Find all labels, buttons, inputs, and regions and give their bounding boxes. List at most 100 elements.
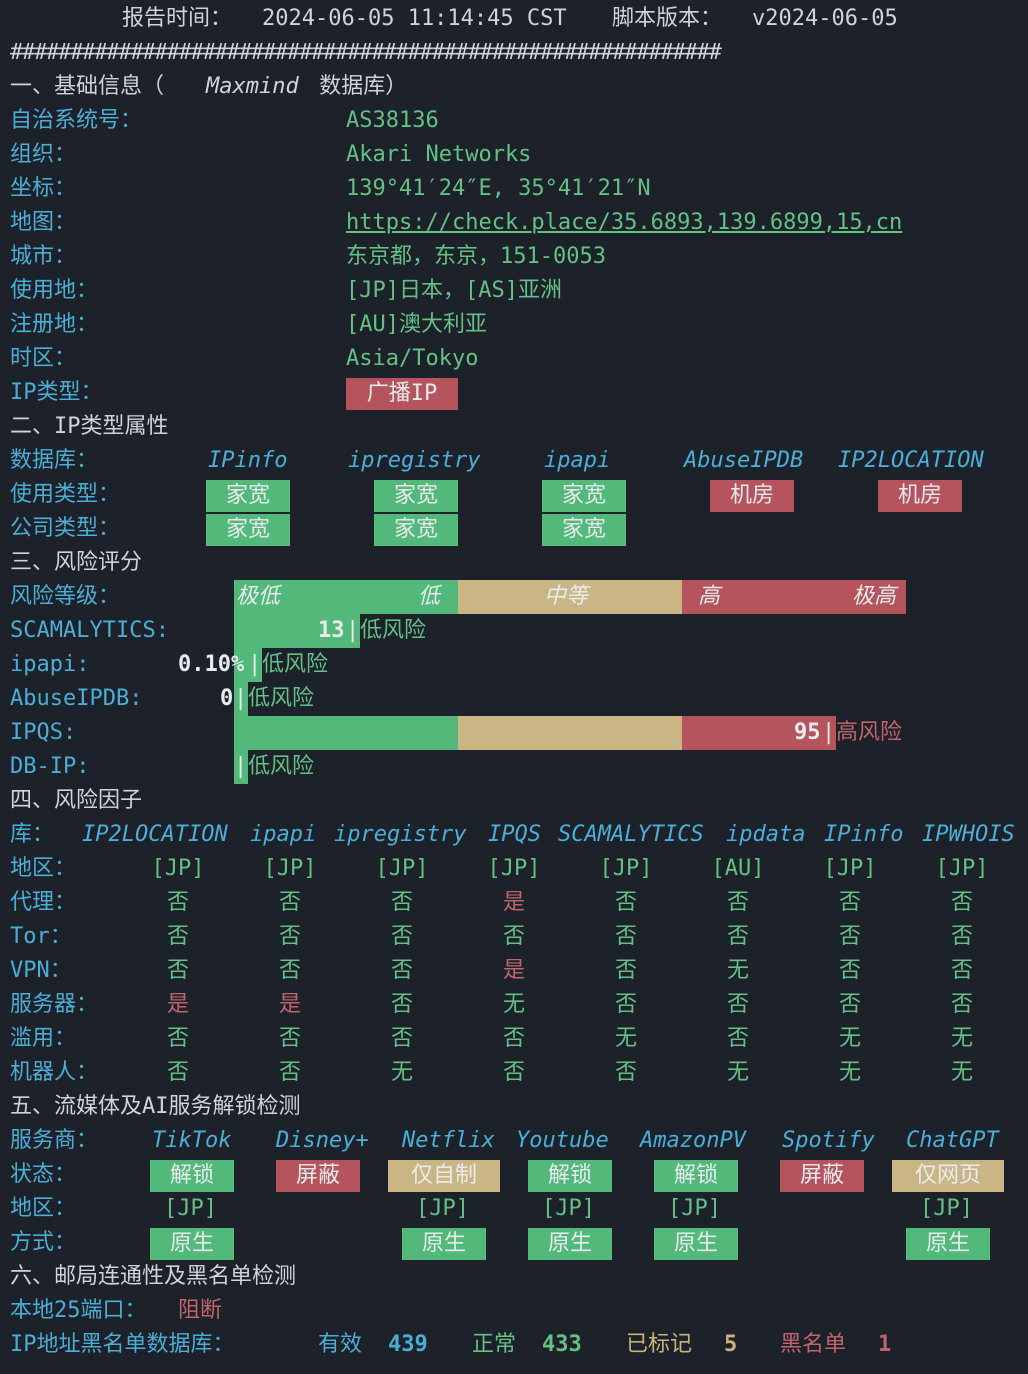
factor-row: 滥用：否否否否无否无无 xyxy=(0,1022,1028,1056)
usage-badge: 机房 xyxy=(710,480,794,512)
iptype-badge: 广播IP xyxy=(346,378,458,410)
section4-title: 四、风险因子 xyxy=(10,788,143,813)
factor-cell: 否 xyxy=(278,958,301,983)
factor-cell: [JP] xyxy=(599,856,653,881)
row-tz: 时区： Asia/Tokyo xyxy=(0,342,1028,376)
factor-cell: 否 xyxy=(502,924,525,949)
factor-cell: 否 xyxy=(166,958,189,983)
scale-mid-segment xyxy=(458,580,682,614)
score-row-ipapi: ipapi: 0.10% | 低风险 xyxy=(0,648,1028,682)
status-badge: 屏蔽 xyxy=(780,1160,864,1192)
score-value: 13 xyxy=(318,618,345,643)
report-time-label: 报告时间： xyxy=(122,6,233,31)
factor-cell: 否 xyxy=(838,992,861,1017)
score-value: 0 xyxy=(220,686,234,711)
normal-count: 433 xyxy=(542,1332,582,1357)
tz-value: Asia/Tokyo xyxy=(346,346,479,371)
score-bar xyxy=(234,682,248,716)
row-company-type: 公司类型： 家宽 家宽 家宽 xyxy=(0,512,1028,546)
factor-row: 服务器：是是否无否否否否 xyxy=(0,988,1028,1022)
factor-cell: 否 xyxy=(166,1026,189,1051)
score-text: 高风险 xyxy=(836,720,903,745)
section5-title: 五、流媒体及AI服务解锁检测 xyxy=(10,1094,301,1119)
score-bar xyxy=(458,716,682,750)
factor-cell: 否 xyxy=(278,1060,301,1085)
map-link[interactable]: https://check.place/35.6893,139.6899,15,… xyxy=(346,210,903,235)
db-abuseipdb: AbuseIPDB xyxy=(684,448,804,473)
row-method: 方式： 原生 原生 原生 原生 原生 xyxy=(0,1226,1028,1260)
scale-label: 高 xyxy=(698,584,721,609)
usage-badge: 机房 xyxy=(878,480,962,512)
score-row-ipqs: IPQS: 95 | 高风险 xyxy=(0,716,1028,750)
factor-cell: 否 xyxy=(726,992,749,1017)
method-badge: 原生 xyxy=(150,1228,234,1260)
method-badge: 原生 xyxy=(654,1228,738,1260)
scale-label: 中等 xyxy=(544,584,589,609)
factor-cell: 否 xyxy=(166,924,189,949)
factor-cell: 否 xyxy=(278,1026,301,1051)
row-blacklist: IP地址黑名单数据库： 有效 439 正常 433 已标记 5 黑名单 1 xyxy=(0,1328,1028,1362)
section6-title: 六、邮局连通性及黑名单检测 xyxy=(10,1264,297,1289)
factor-row: VPN：否否否是否无否否 xyxy=(0,954,1028,988)
factor-cell: 无 xyxy=(390,1060,413,1085)
method-badge: 原生 xyxy=(906,1228,990,1260)
script-version: v2024-06-05 xyxy=(752,6,898,31)
factor-cell: 无 xyxy=(502,992,525,1017)
company-badge: 家宽 xyxy=(374,514,458,546)
row-reg: 注册地： [AU]澳大利亚 xyxy=(0,308,1028,342)
row-org: 组织： Akari Networks xyxy=(0,138,1028,172)
factor-cell: 否 xyxy=(950,958,973,983)
scale-label: 极高 xyxy=(852,584,897,609)
db-ipapi: ipapi xyxy=(544,448,611,473)
factor-cell: 否 xyxy=(614,992,637,1017)
factor-cell: 否 xyxy=(838,890,861,915)
factor-row: 机器人：否否无否否无无无 xyxy=(0,1056,1028,1090)
factor-cell: 无 xyxy=(726,1060,749,1085)
service-disney: Disney+ xyxy=(276,1128,369,1153)
service-spotify: Spotify xyxy=(782,1128,875,1153)
row-iptype: IP类型： 广播IP xyxy=(0,376,1028,410)
row-use: 使用地： [JP]日本，[AS]亚洲 xyxy=(0,274,1028,308)
factor-cell: 否 xyxy=(614,890,637,915)
factor-cell: 无 xyxy=(614,1026,637,1051)
row-asn: 自治系统号： AS38136 xyxy=(0,104,1028,138)
use-value: [JP]日本，[AS]亚洲 xyxy=(346,278,562,303)
report-header: 报告时间： 2024-06-05 11:14:45 CST 脚本版本： v202… xyxy=(0,2,1028,36)
status-badge: 解锁 xyxy=(150,1160,234,1192)
db-ip2location: IP2LOCATION xyxy=(838,448,984,473)
asn-value: AS38136 xyxy=(346,108,439,133)
usage-badge: 家宽 xyxy=(542,480,626,512)
row-city: 城市： 东京都，东京，151-0053 xyxy=(0,240,1028,274)
score-text: 低风险 xyxy=(360,618,427,643)
factor-row: 代理：否否否是否否否否 xyxy=(0,886,1028,920)
row-status: 状态： 解锁 屏蔽 仅自制 解锁 解锁 屏蔽 仅网页 xyxy=(0,1158,1028,1192)
factor-cell: 否 xyxy=(166,890,189,915)
factor-cell: 是 xyxy=(502,958,525,983)
score-bar xyxy=(682,716,836,750)
factor-cell: 否 xyxy=(390,992,413,1017)
factor-cell: 是 xyxy=(278,992,301,1017)
scale-label: 极低 xyxy=(236,584,281,609)
scale-low-segment xyxy=(234,580,458,614)
scale-label: 低 xyxy=(418,584,441,609)
status-badge: 解锁 xyxy=(528,1160,612,1192)
factor-cell: [JP] xyxy=(263,856,317,881)
valid-count: 439 xyxy=(388,1332,428,1357)
factor-cell: 否 xyxy=(726,1026,749,1051)
row-usage-type: 使用类型： 家宽 家宽 家宽 机房 机房 xyxy=(0,478,1028,512)
section1-title: 一、基础信息（ Maxmind 数据库） xyxy=(10,74,408,99)
blacklist-count: 1 xyxy=(878,1332,892,1357)
factor-cell: 否 xyxy=(390,890,413,915)
version-label: 脚本版本： xyxy=(612,6,723,31)
factor-cell: 否 xyxy=(278,890,301,915)
factor-cell: 否 xyxy=(278,924,301,949)
company-badge: 家宽 xyxy=(206,514,290,546)
service-chatgpt: ChatGPT xyxy=(906,1128,999,1153)
row-port25: 本地25端口： 阻断 xyxy=(0,1294,1028,1328)
factor-cell: [JP] xyxy=(487,856,541,881)
service-netflix: Netflix xyxy=(402,1128,495,1153)
factor-cell: 否 xyxy=(838,924,861,949)
section2-title: 二、IP类型属性 xyxy=(10,414,169,439)
status-badge: 仅自制 xyxy=(388,1160,500,1192)
row-db-names: 数据库： IPinfo ipregistry ipapi AbuseIPDB I… xyxy=(0,444,1028,478)
